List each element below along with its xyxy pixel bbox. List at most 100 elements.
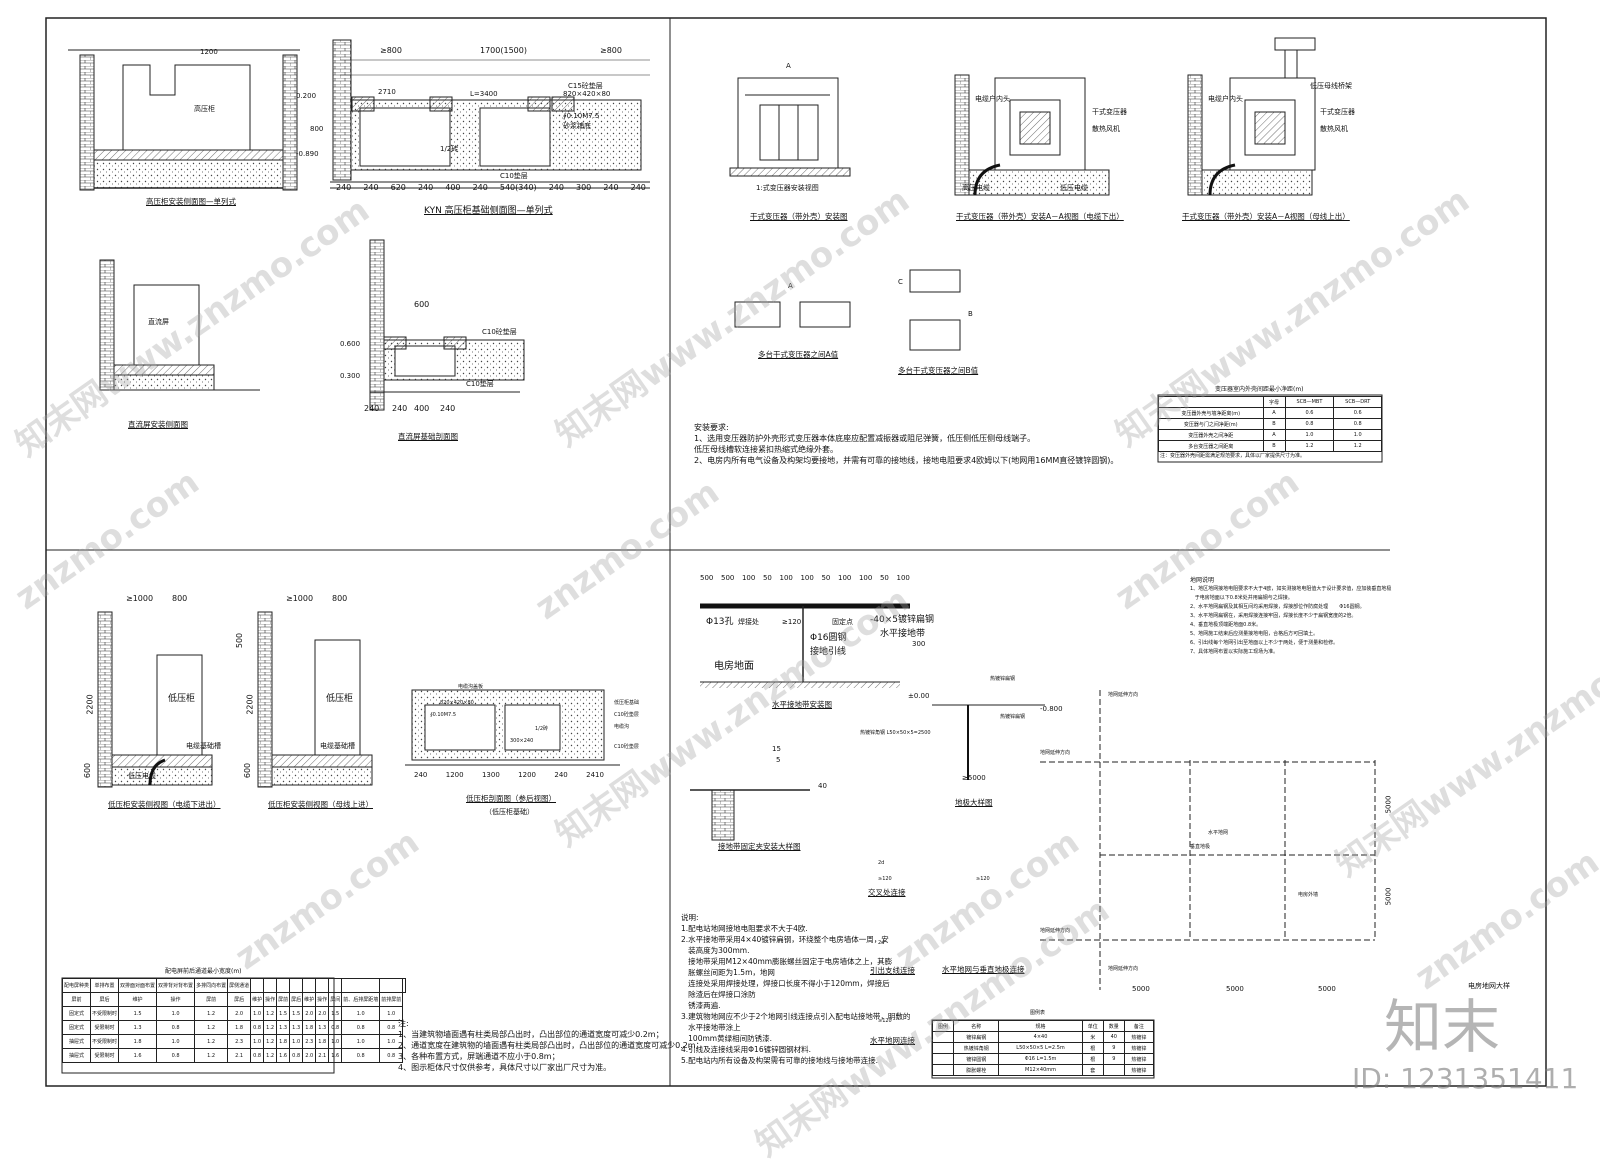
table-cell: 1.0 <box>156 1034 196 1049</box>
ll-note: 1、当建筑物墙面遇有柱类局部凸出时，凸出部位的通道宽度可减少0.2m； <box>398 1030 664 1039</box>
ll-dim: ≥1000 <box>286 594 314 603</box>
table-cell: 屏后 <box>227 992 252 1007</box>
trafo-label: 低压母线桥架 <box>1310 82 1352 90</box>
table-cell: 双排背对背布置 <box>156 978 196 993</box>
caption-grid-link: 水平地网连接 <box>870 1036 915 1045</box>
drawing-sheet: ≥800 1700(1500) ≥800 高压柜 C15砼垫层 C10垫层 27… <box>8 17 1600 1165</box>
table-cell: 0.8 <box>341 1020 381 1035</box>
table-cell: SCB—MBT <box>1284 396 1335 408</box>
table-cell: 1.8 <box>276 1034 291 1049</box>
table-cell: 2.0 <box>302 1006 317 1021</box>
caption-trafo-install: 干式变压器（带外壳）安装图 <box>750 212 848 221</box>
ll-dim: 500 <box>235 632 245 649</box>
table-cell: 1.8 <box>227 1020 252 1035</box>
grid-dim: 5000 <box>1132 985 1150 993</box>
hv-cabinet-label: 高压柜 <box>194 105 215 113</box>
table-cell <box>302 978 317 993</box>
ll-note: 注: <box>398 1019 409 1028</box>
lr-small-dim: ≥120 <box>878 1018 892 1024</box>
grid-dim: 5000 <box>1318 985 1336 993</box>
grid-note: 于电房地面以下0.8米处并用扁钢与之焊接。 <box>1190 595 1293 601</box>
grid-label: 地网延伸方向 <box>1040 928 1071 934</box>
dc-dim: 400 <box>414 404 430 413</box>
fnd-label: 820×420×80 <box>563 90 611 98</box>
lv-fnd-dim: 2410 <box>586 771 604 779</box>
lr-label: 水平接地带 <box>880 629 926 639</box>
table-cell: SCB—DRT <box>1333 396 1382 408</box>
lr-small-dim: 2d <box>878 860 885 866</box>
table-cell: 1.2 <box>263 1006 278 1021</box>
table-cell: 不受限制时 <box>90 1034 120 1049</box>
table: 配电屏种类单排布置双排面对面布置双排背对背布置多排同向布置屏侧通道屏前屏后维护操… <box>61 978 407 1063</box>
table-cell: 维护 <box>250 992 265 1007</box>
grid-caption: 电房地网大样 <box>1468 982 1510 990</box>
ll-note: 4、图示柜体尺寸仅供参考，具体尺寸以厂家出厂尺寸为准。 <box>398 1063 612 1072</box>
lv-fnd-dim: 240 <box>554 771 568 779</box>
table-cell: 0.8 <box>341 1048 381 1063</box>
table-cell: 0.8 <box>289 1048 304 1063</box>
lr-note: 4.引线及连接线采用Φ16镀锌圆钢材料. <box>681 1045 811 1054</box>
install-note: 2、电房内所有电气设备及构架均要接地，并需有可靠的接地线，接地电阻要求4欧姆以下… <box>694 456 1119 465</box>
caption-dc-fnd: 直流屏基础剖面图 <box>398 432 458 441</box>
table-cell: B <box>1262 418 1286 430</box>
lr-note: 除渣后在焊接口涂防 <box>681 990 756 999</box>
lr-note: 1.配电站地网接地电阻要求不大于4欧. <box>681 924 808 933</box>
ll-table-title: 配电屏前后通道最小宽度(m) <box>165 968 242 975</box>
table-cell: 0.8 <box>1284 418 1335 430</box>
dim-bottom: 240 <box>336 183 352 192</box>
table-cell: 字母 <box>1262 396 1286 408</box>
trafo-label: 电缆户内头 <box>975 95 1010 103</box>
strip-dim: 500 <box>720 574 735 582</box>
strip-dim: 100 <box>800 574 814 582</box>
table-cell <box>931 1053 955 1065</box>
table-cell: 1.2 <box>194 1006 229 1021</box>
dim-top: 1700(1500) <box>480 46 527 55</box>
table-cell: 屏后 <box>289 992 304 1007</box>
table-cell <box>315 978 330 993</box>
grid-label: 地网延伸方向 <box>1040 750 1071 756</box>
lr-notes: 说明:1.配电站地网接地电阻要求不大于4欧.2.水平接地带采用4×40镀锌扁钢，… <box>681 912 910 1066</box>
table-cell: 1.8 <box>118 1034 158 1049</box>
table-cell: 1.6 <box>276 1048 291 1063</box>
grid-label: 水平地网 <box>1208 830 1229 836</box>
table-cell: 固定式 <box>61 1020 92 1035</box>
table-cell: 固定式 <box>61 1006 92 1021</box>
table-cell: 屏侧通道 <box>227 978 252 993</box>
caption-vert: 水平地网与垂直地极连接 <box>942 965 1025 974</box>
table-cell: 0.8 <box>156 1020 196 1035</box>
table-cell: 0.6 <box>1284 407 1335 419</box>
caption-cross: 交叉处连接 <box>868 888 906 897</box>
lv-label: 电缆基础槽 <box>320 742 355 750</box>
dc-dim: 240 <box>392 404 408 413</box>
grid-note: 6、引出线每个地网引出至地面以上不少于两处，便于测量和检修。 <box>1190 640 1339 646</box>
trafo-label: 干式变压器 <box>1320 108 1355 116</box>
lr-label: 300 <box>912 640 926 648</box>
table-cell: 1.6 <box>328 1048 343 1063</box>
lr-note: 锈漆两遍. <box>681 1001 721 1010</box>
letter-c: C <box>898 278 903 286</box>
lr-label: ≥120 <box>782 618 802 626</box>
fnd-label: C15砼垫层 <box>568 82 603 90</box>
table-cell: 1.0 <box>341 1006 381 1021</box>
fnd-label: ∮0.10M7.5 <box>563 112 600 120</box>
table-cell: 1.3 <box>276 1020 291 1035</box>
install-note: 低压母线槽软连接紧扣热缩式绝缘外套。 <box>694 445 838 454</box>
caption-lv-3b: （低压柜基础） <box>485 808 534 816</box>
table-cell: 变压器外壳之间净距 <box>1158 429 1264 441</box>
ll-dim: 600 <box>243 762 253 779</box>
clip-dim: 15 <box>772 745 781 753</box>
dim-bottom: 240 <box>472 183 488 192</box>
table-cell: 操作 <box>156 992 196 1007</box>
grid-dim: 5000 <box>1226 985 1244 993</box>
caption-trafo-aa1: 干式变压器（带外壳）安装A－A视图（电缆下出） <box>956 212 1124 221</box>
lv-label: 低压电缆 <box>128 772 156 780</box>
lr-label: 固定点 <box>832 618 853 626</box>
grid-label: 垂直地极 <box>1190 844 1211 850</box>
trafo-label: 低压电缆 <box>1060 184 1088 192</box>
table-cell: 1.0 <box>1333 429 1382 441</box>
table-cell: 1.0 <box>289 1034 304 1049</box>
